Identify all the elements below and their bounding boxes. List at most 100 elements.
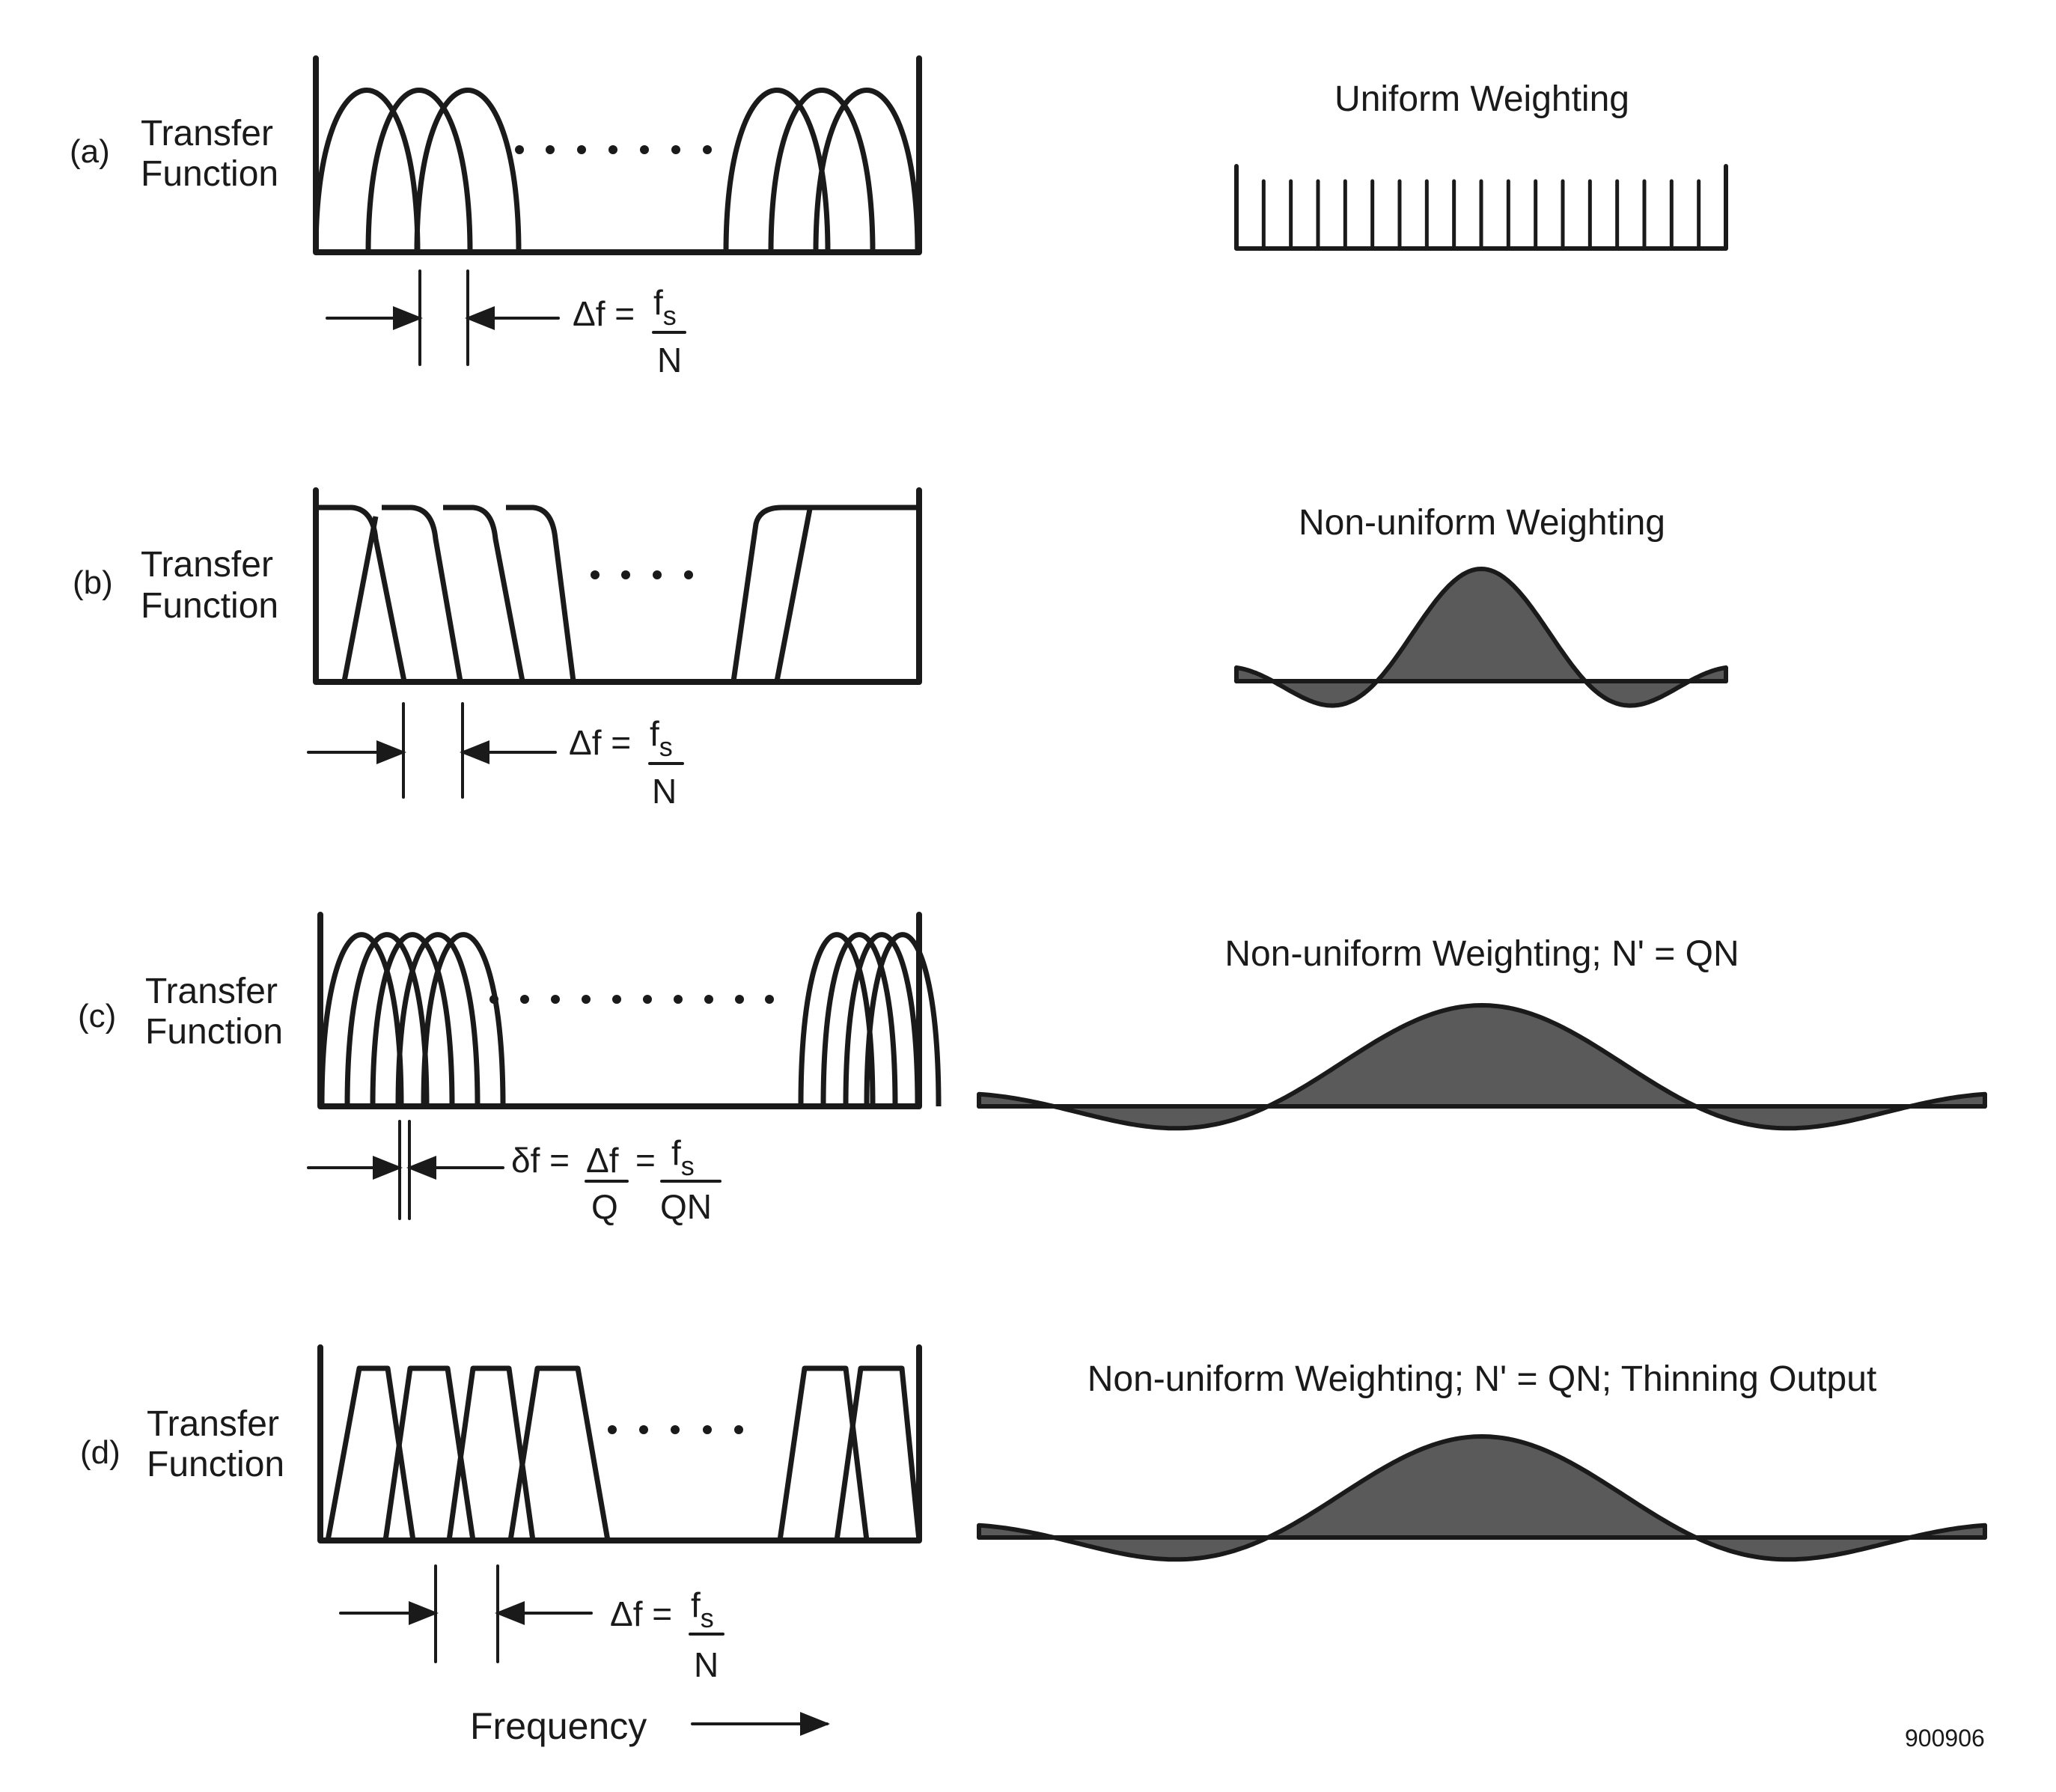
panel-d-weight-plot: [977, 1434, 1987, 1562]
panel-a-transfer-plot: [313, 55, 922, 255]
panel-c-ylabel-line2: Function: [145, 1012, 283, 1052]
panel-c-delta-num: f: [671, 1133, 681, 1172]
panel-a-delta-num: f: [653, 283, 663, 322]
panel-c-lobe-2: [370, 932, 455, 1107]
panel-b-skirt-1: [341, 516, 379, 682]
frequency-axis-label-group: Frequency: [470, 1705, 830, 1747]
panel-d-trapezoid-2: [446, 1365, 536, 1541]
panel-c-dot-7: [704, 995, 713, 1004]
panel-b-ylabel-line1: Transfer: [141, 545, 273, 585]
panel-d-transfer-plot: [317, 1344, 922, 1543]
panel-d-dot-1: [639, 1425, 648, 1434]
panel-d-delta-formula: Δf = fs N: [610, 1585, 725, 1684]
panel-a-delta-formula: Δf = fs N: [573, 283, 686, 380]
panel-a-lobe-4: [768, 88, 876, 253]
panel-b-skirt-0: [316, 505, 407, 682]
panel-c-ylabel-line1: Transfer: [145, 972, 278, 1011]
panel-c-lobe-7: [843, 932, 921, 1107]
panel-d-weight-curve: [977, 1434, 1987, 1562]
panel-a-dot-4: [640, 145, 649, 154]
panel-d-ellipsis-dots: [608, 1425, 743, 1434]
panel-c-lobe-3: [395, 932, 481, 1107]
panel-a-delta-num-group: fs: [653, 283, 677, 331]
panel-a-dot-5: [671, 145, 680, 154]
panel-a-spacing-marker: [326, 269, 560, 366]
panel-d: (d) Transfer Function Δf = fs N Non-unif…: [80, 1344, 1987, 1684]
panel-d-delta-num: f: [691, 1585, 701, 1624]
panel-a-ylabel-line1: Transfer: [141, 114, 273, 153]
panel-d-delta-lhs: Δf =: [610, 1594, 672, 1633]
panel-c-lobe-4: [421, 932, 506, 1107]
panel-c-plot-frame: [317, 912, 922, 1109]
panel-b-weight-plot: [1234, 567, 1728, 708]
panel-b-weight-curve: [1234, 567, 1728, 708]
panel-a-response-curves: [313, 88, 921, 253]
panel-c-dot-8: [735, 995, 744, 1004]
panel-c-delta-lhs: δf =: [511, 1141, 570, 1180]
panel-d-plot-frame: [317, 1344, 922, 1543]
panel-a-weight-title: Uniform Weighting: [1334, 79, 1629, 119]
panel-d-dot-0: [608, 1425, 617, 1434]
panel-b-delta-num: f: [650, 714, 659, 753]
panel-c-lobe-0: [319, 932, 404, 1107]
panel-b-dot-1: [621, 570, 630, 579]
panel-c-dot-6: [674, 995, 683, 1004]
panel-d-weight-title: Non-uniform Weighting; N' = QN; Thinning…: [1088, 1359, 1877, 1399]
panel-d-response-curves: [325, 1365, 922, 1541]
panel-b-plot-frame: [313, 487, 922, 685]
panel-a-dot-3: [608, 145, 617, 154]
panel-b-dot-3: [684, 570, 693, 579]
panel-c-weight-curve: [977, 1003, 1987, 1131]
panel-d-delta-den: N: [694, 1645, 719, 1684]
panel-a-lobe-1: [365, 88, 473, 253]
panel-b-weight-title: Non-uniform Weighting: [1299, 503, 1665, 543]
panel-d-trapezoid-5: [834, 1365, 922, 1541]
panel-d-dot-2: [671, 1425, 680, 1434]
panel-c-weight-plot: [977, 1003, 1987, 1131]
frequency-axis-label: Frequency: [470, 1705, 647, 1747]
panel-d-dot-4: [734, 1425, 743, 1434]
panel-a-delta-lhs: Δf =: [573, 294, 635, 333]
panel-c-ellipsis-dots: [489, 995, 774, 1004]
panel-d-delta-num-group: fs: [691, 1585, 714, 1633]
panel-a-dot-6: [703, 145, 712, 154]
panel-b-ylabel-line2: Function: [141, 586, 278, 626]
panel-c-dot-3: [582, 995, 591, 1004]
panel-c-dot-5: [643, 995, 652, 1004]
panel-c-delta-num-group: fs: [671, 1133, 695, 1181]
panel-a-lobe-5: [813, 88, 921, 253]
panel-c-lobe-6: [820, 932, 898, 1107]
panel-b-skirt-5: [730, 505, 919, 682]
panel-a-dot-1: [546, 145, 555, 154]
panel-b-response-curves: [316, 505, 919, 682]
panel-c-tag: (c): [78, 998, 116, 1034]
panel-a-dot-0: [515, 145, 524, 154]
panel-c-dot-9: [765, 995, 774, 1004]
panel-d-trapezoid-3: [507, 1365, 611, 1541]
panel-d-spacing-marker: [339, 1564, 593, 1663]
panel-b-skirt-2: [382, 505, 463, 682]
panel-d-ylabel-line1: Transfer: [147, 1404, 279, 1444]
panel-a-delta-num-sub: s: [663, 300, 677, 331]
panel-b-skirt-3: [443, 505, 525, 682]
panel-b-tag: (b): [73, 564, 113, 601]
panel-b-delta-num-group: fs: [650, 714, 673, 762]
panel-c-delta-mid-den: Q: [591, 1187, 618, 1226]
panel-b-delta-den: N: [652, 772, 677, 811]
panel-a: (a) Transfer Function Δf = fs N Uniform …: [70, 55, 1728, 380]
panel-b-skirt-6: [774, 508, 813, 682]
panel-b-delta-num-sub: s: [659, 731, 673, 762]
panel-b-delta-formula: Δf = fs N: [569, 714, 684, 811]
panel-d-tag: (d): [80, 1434, 121, 1471]
panel-c-lobe-1: [344, 932, 430, 1107]
panel-c-weight-title: Non-uniform Weighting; N' = QN: [1224, 934, 1739, 974]
panel-b-spacing-marker: [307, 702, 557, 799]
panel-b-skirt-4: [506, 505, 576, 682]
panel-c-delta-den: QN: [660, 1187, 712, 1226]
panel-c-dot-2: [551, 995, 560, 1004]
panel-a-delta-den: N: [657, 341, 682, 380]
panel-a-ylabel-line2: Function: [141, 154, 278, 194]
panel-a-tag: (a): [70, 133, 110, 170]
panel-a-weight-taps: [1261, 179, 1701, 251]
